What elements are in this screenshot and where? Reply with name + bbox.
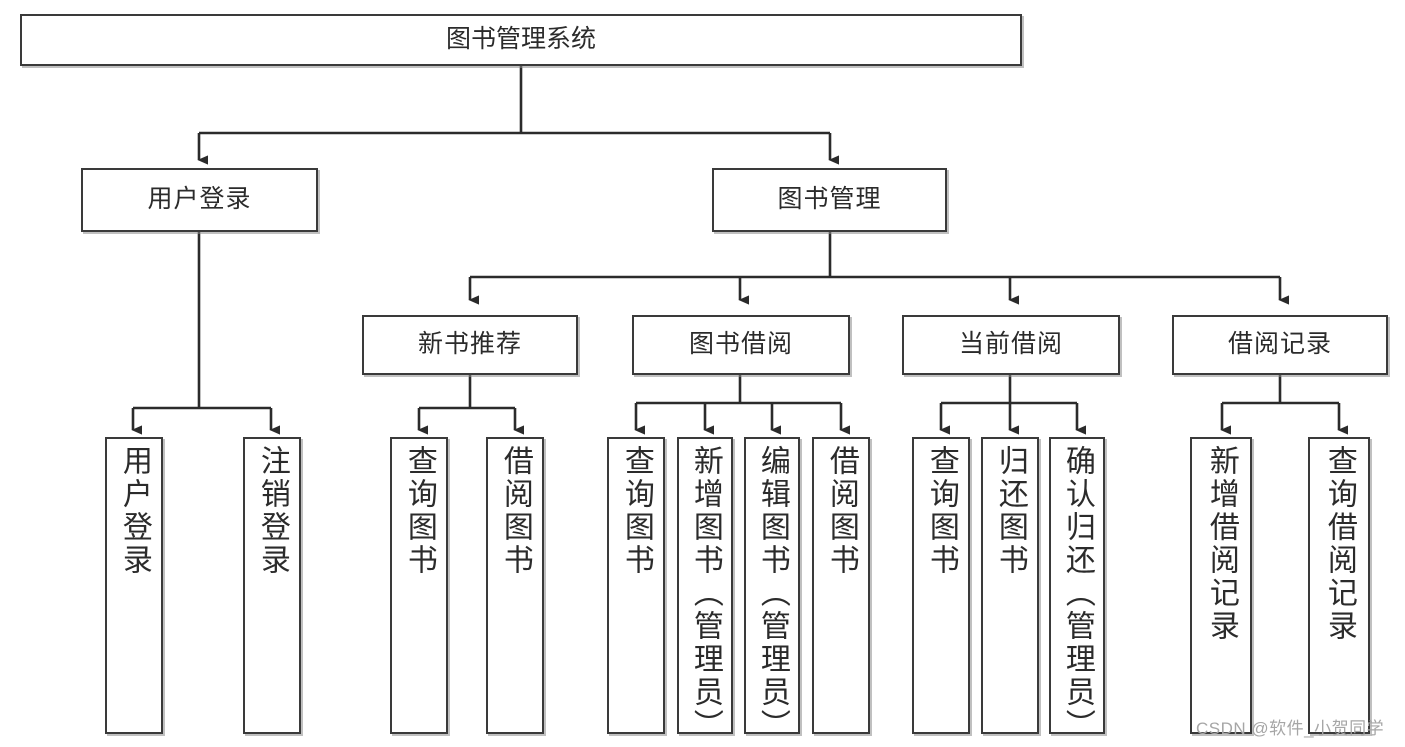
node-leaf-user-logout-label: 注销登录: [255, 445, 289, 577]
node-leaf-cb-query-label: 查询图书: [924, 445, 958, 577]
node-leaf-br-query[interactable]: 查询借阅记录: [1308, 437, 1370, 734]
node-leaf-bb-edit[interactable]: 编辑图书（管理员）: [744, 437, 800, 742]
node-borrow-record-label: 借阅记录: [1227, 330, 1332, 359]
node-leaf-br-add-label: 新增借阅记录: [1204, 445, 1238, 643]
node-leaf-br-add[interactable]: 新增借阅记录: [1190, 437, 1252, 734]
node-user-login-label: 用户登录: [147, 185, 252, 214]
node-leaf-cb-confirm-label: 确认归还（管理员）: [1060, 445, 1094, 742]
node-borrow-record[interactable]: 借阅记录: [1172, 315, 1388, 375]
node-leaf-user-login[interactable]: 用户登录: [105, 437, 163, 734]
node-leaf-cb-return[interactable]: 归还图书: [981, 437, 1039, 734]
node-current-borrow-label: 当前借阅: [958, 330, 1063, 359]
node-book-manage[interactable]: 图书管理: [712, 168, 947, 232]
node-current-borrow[interactable]: 当前借阅: [902, 315, 1120, 375]
node-leaf-nb-borrow-label: 借阅图书: [498, 445, 532, 577]
node-user-login[interactable]: 用户登录: [81, 168, 318, 232]
node-leaf-nb-borrow[interactable]: 借阅图书: [486, 437, 544, 734]
node-leaf-bb-borrow[interactable]: 借阅图书: [812, 437, 870, 734]
node-root[interactable]: 图书管理系统: [20, 14, 1022, 66]
node-leaf-cb-return-label: 归还图书: [993, 445, 1027, 577]
node-leaf-user-logout[interactable]: 注销登录: [243, 437, 301, 734]
node-leaf-bb-edit-label: 编辑图书（管理员）: [755, 445, 789, 742]
node-leaf-bb-query[interactable]: 查询图书: [607, 437, 665, 734]
node-root-label: 图书管理系统: [445, 25, 596, 54]
node-new-book-recommend-label: 新书推荐: [417, 330, 522, 359]
node-leaf-user-login-label: 用户登录: [117, 445, 151, 577]
node-book-borrow[interactable]: 图书借阅: [632, 315, 850, 375]
node-leaf-bb-query-label: 查询图书: [619, 445, 653, 577]
node-leaf-nb-query[interactable]: 查询图书: [390, 437, 448, 734]
node-leaf-nb-query-label: 查询图书: [402, 445, 436, 577]
node-leaf-cb-query[interactable]: 查询图书: [912, 437, 970, 734]
node-leaf-bb-borrow-label: 借阅图书: [824, 445, 858, 577]
node-new-book-recommend[interactable]: 新书推荐: [362, 315, 578, 375]
node-leaf-bb-add[interactable]: 新增图书（管理员）: [677, 437, 733, 742]
node-leaf-cb-confirm[interactable]: 确认归还（管理员）: [1049, 437, 1105, 742]
node-book-borrow-label: 图书借阅: [688, 330, 793, 359]
node-leaf-br-query-label: 查询借阅记录: [1322, 445, 1356, 643]
watermark: CSDN @软件_小贺同学: [1196, 719, 1385, 738]
node-leaf-bb-add-label: 新增图书（管理员）: [688, 445, 722, 742]
node-book-manage-label: 图书管理: [777, 185, 882, 214]
